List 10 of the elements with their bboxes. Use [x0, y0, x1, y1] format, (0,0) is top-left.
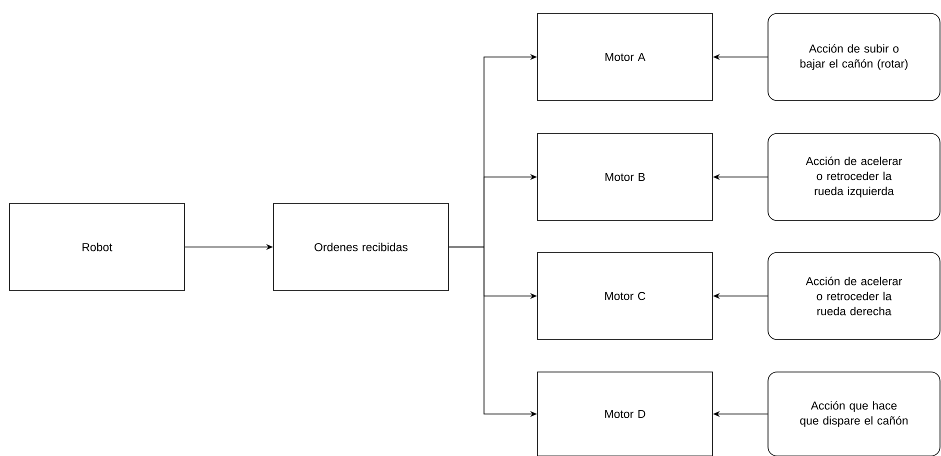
process-box: Motor A	[537, 13, 713, 101]
action-box: Acción de acelerar o retroceder la rueda izquierda	[768, 133, 940, 221]
process-box: Robot	[9, 203, 185, 291]
process-box: Ordenes recibidas	[273, 203, 449, 291]
process-box: Motor D	[537, 372, 713, 456]
action-box: Acción de subir o bajar el cañón (rotar)	[768, 13, 940, 101]
action-box: Acción que hace que dispare el cañón	[768, 372, 940, 456]
process-box: Motor B	[537, 133, 713, 221]
action-box: Acción de acelerar o retroceder la rueda derecha	[768, 252, 940, 340]
process-box: Motor C	[537, 252, 713, 340]
